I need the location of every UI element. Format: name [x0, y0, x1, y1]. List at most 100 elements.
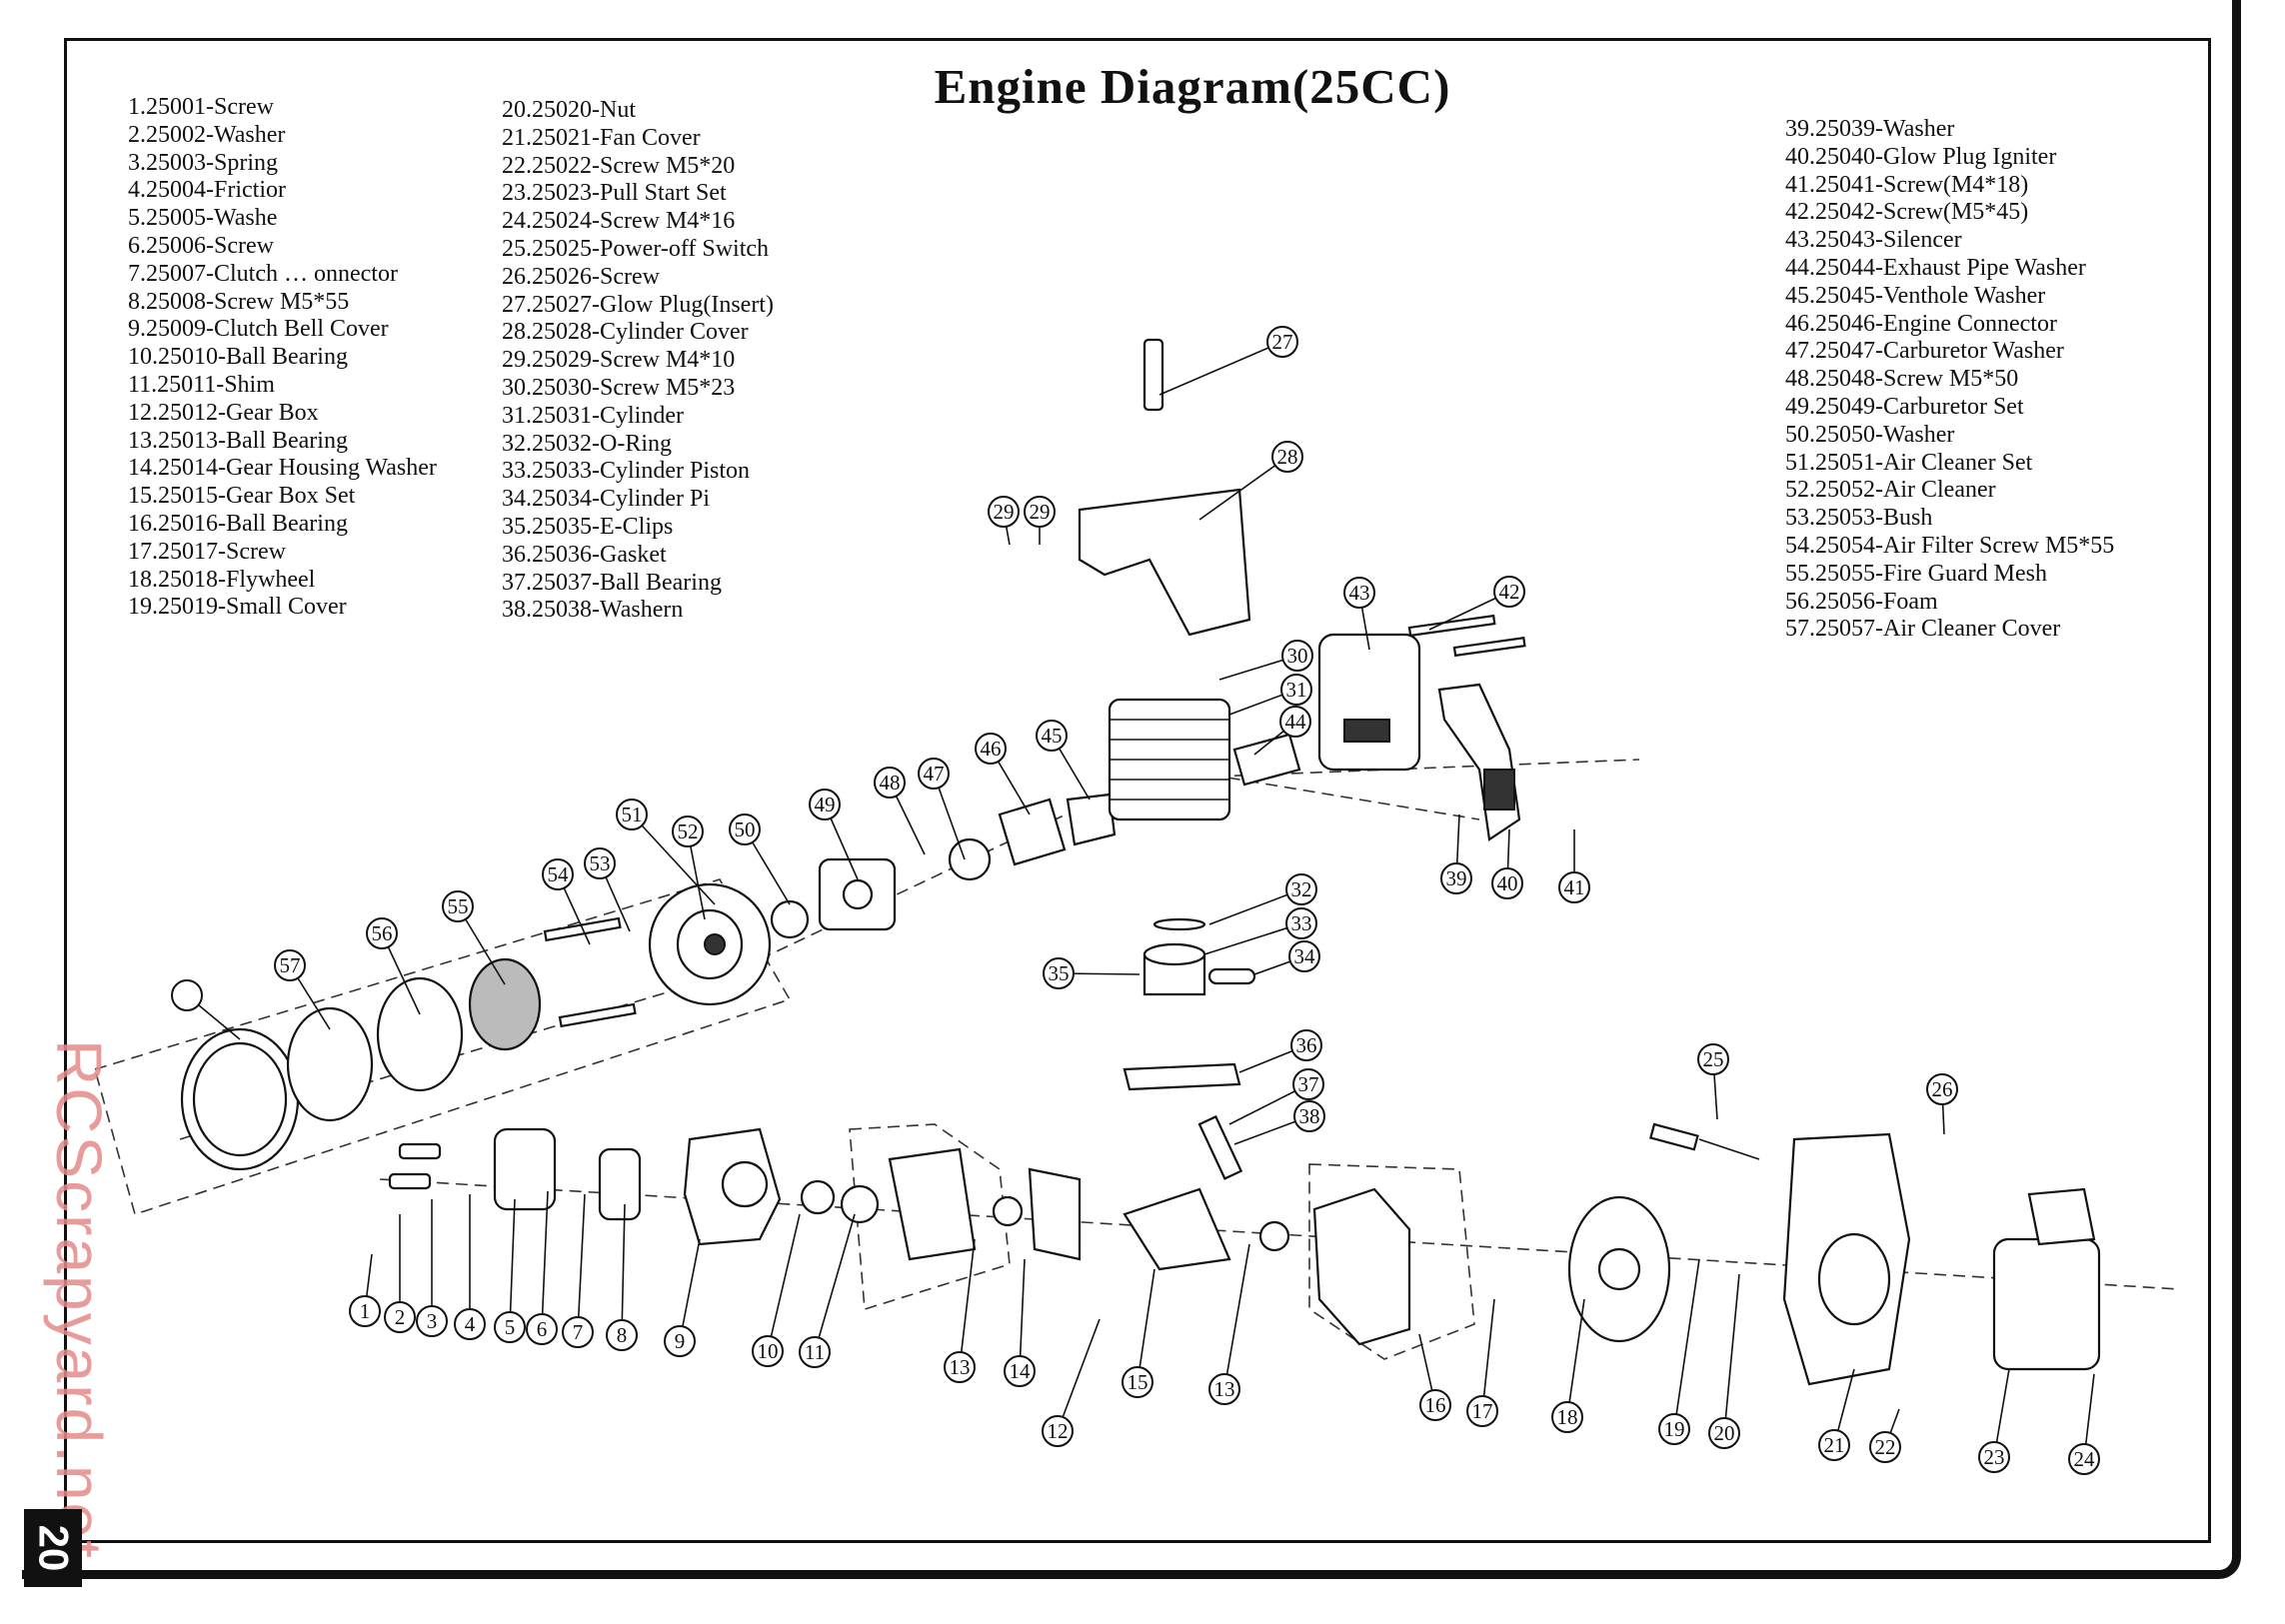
- callout-37: 37: [1292, 1068, 1324, 1100]
- callout-47: 47: [918, 758, 950, 790]
- callout-number: 36: [1296, 1033, 1317, 1057]
- callout-number: 29: [994, 500, 1015, 524]
- callout-number: 55: [448, 894, 469, 918]
- callout-number: 40: [1497, 871, 1518, 895]
- callout-11: 11: [799, 1336, 831, 1368]
- callout-31: 31: [1280, 674, 1312, 706]
- part-list-item: 47.25047-Carburetor Washer: [1785, 338, 2064, 365]
- callout-leader-line: [1223, 1243, 1250, 1390]
- callout-number: 44: [1285, 710, 1307, 734]
- page-frame: [22, 0, 2241, 1579]
- callout-29: 29: [988, 496, 1020, 528]
- callout-number: 24: [2074, 1447, 2096, 1471]
- flywheel: [1567, 1195, 1671, 1343]
- callout-leader-line: [1198, 456, 1288, 521]
- part-list-item: 30.25030-Screw M5*23: [502, 374, 736, 401]
- callout-leader-line: [1723, 1273, 1740, 1434]
- callout-26: 26: [1926, 1073, 1958, 1105]
- piston-pin: [1207, 967, 1256, 985]
- callout-leader-line: [631, 813, 716, 905]
- part-list-item: 46.25046-Engine Connector: [1785, 310, 2057, 337]
- callout-number: 35: [1049, 961, 1070, 985]
- callout-number: 13: [1214, 1377, 1235, 1401]
- piston: [1142, 942, 1206, 996]
- callout-number: 34: [1294, 944, 1316, 968]
- callout-number: 22: [1875, 1435, 1896, 1459]
- callout-number: 8: [617, 1323, 628, 1347]
- callout-43: 43: [1343, 577, 1375, 609]
- callout-leader-line: [541, 1190, 549, 1330]
- callout-34: 34: [1288, 940, 1320, 972]
- gasket: [1123, 1062, 1241, 1091]
- callout-15: 15: [1122, 1366, 1153, 1398]
- part-list-item: 8.25008-Screw M5*55: [128, 288, 350, 315]
- callout-number: 43: [1349, 581, 1370, 605]
- callout-number: 21: [1824, 1433, 1845, 1457]
- part-list-item: 48.25048-Screw M5*50: [1785, 366, 2019, 393]
- callout-number: 5: [505, 1315, 516, 1339]
- gear-box: [888, 1147, 977, 1261]
- callout-12: 12: [1042, 1415, 1074, 1447]
- callout-number: 19: [1664, 1417, 1685, 1441]
- callout-number: 39: [1446, 866, 1467, 890]
- callout-16: 16: [1419, 1389, 1451, 1421]
- callout-41: 41: [1558, 871, 1590, 903]
- part-list-item: 38.25038-Washern: [502, 597, 684, 624]
- callout-57: 57: [274, 949, 306, 981]
- callout-number: 47: [924, 762, 945, 786]
- carburetor: [770, 857, 897, 939]
- callout-7: 7: [562, 1316, 594, 1348]
- part-list-item: 14.25014-Gear Housing Washer: [128, 455, 437, 482]
- crankcase: [1312, 1187, 1411, 1346]
- clutch-parts: [388, 1127, 642, 1221]
- part-list-item: 53.25053-Bush: [1785, 505, 1933, 532]
- callout-leader-line: [1057, 1318, 1101, 1432]
- callout-number: 20: [1714, 1421, 1735, 1445]
- part-list-item: 22.25022-Screw M5*20: [502, 152, 736, 179]
- callout-number: 4: [465, 1312, 476, 1336]
- part-list-item: 42.25042-Screw(M5*45): [1785, 199, 2029, 226]
- callout-51: 51: [616, 799, 648, 830]
- callout-22: 22: [1869, 1431, 1901, 1463]
- part-list-item: 6.25006-Screw: [128, 232, 274, 259]
- callout-number: 30: [1287, 644, 1308, 668]
- part-list-item: 51.25051-Air Cleaner Set: [1785, 449, 2033, 476]
- part-list-item: 11.25011-Shim: [128, 371, 275, 398]
- fire-guard-mesh: [468, 957, 542, 1051]
- callout-53: 53: [584, 847, 616, 879]
- gear-housing-washer: [992, 1167, 1082, 1261]
- part-list-item: 13.25013-Ball Bearing: [128, 427, 348, 454]
- callout-14: 14: [1004, 1355, 1036, 1387]
- glow-plug: [1142, 338, 1164, 412]
- callout-number: 7: [573, 1320, 584, 1344]
- callout-number: 32: [1291, 877, 1312, 901]
- callout-number: 28: [1277, 445, 1298, 469]
- group-boxes: [94, 878, 1475, 1360]
- part-list-item: 43.25043-Silencer: [1785, 227, 1962, 254]
- callout-leader-line: [1019, 1258, 1026, 1372]
- engine-connector: [948, 798, 1067, 881]
- part-list-item: 17.25017-Screw: [128, 538, 286, 565]
- callout-19: 19: [1658, 1413, 1690, 1445]
- callout-leader-line: [577, 1193, 586, 1333]
- glow-plug-igniter: [1437, 683, 1521, 841]
- callout-4: 4: [454, 1308, 486, 1340]
- part-list-item: 50.25050-Washer: [1785, 421, 1955, 448]
- callout-13: 13: [944, 1351, 976, 1383]
- callout-number: 31: [1286, 678, 1307, 702]
- foam-filters: [286, 976, 464, 1122]
- callout-number: 13: [950, 1355, 971, 1379]
- callout-46: 46: [975, 733, 1007, 765]
- part-list-item: 29.25029-Screw M4*10: [502, 347, 736, 374]
- part-list-item: 41.25041-Screw(M4*18): [1785, 171, 2029, 198]
- air-filter-screws: [543, 916, 637, 1028]
- pull-start-set: [1992, 1187, 2101, 1371]
- part-list-item: 40.25040-Glow Plug Igniter: [1785, 143, 2057, 170]
- callout-number: 29: [1030, 500, 1051, 524]
- callout-number: 33: [1291, 911, 1312, 935]
- callout-number: 50: [735, 817, 756, 841]
- part-list-item: 19.25019-Small Cover: [128, 594, 347, 621]
- callout-leader-line: [509, 1198, 516, 1328]
- callout-number: 57: [280, 953, 301, 977]
- callout-29: 29: [1024, 496, 1056, 528]
